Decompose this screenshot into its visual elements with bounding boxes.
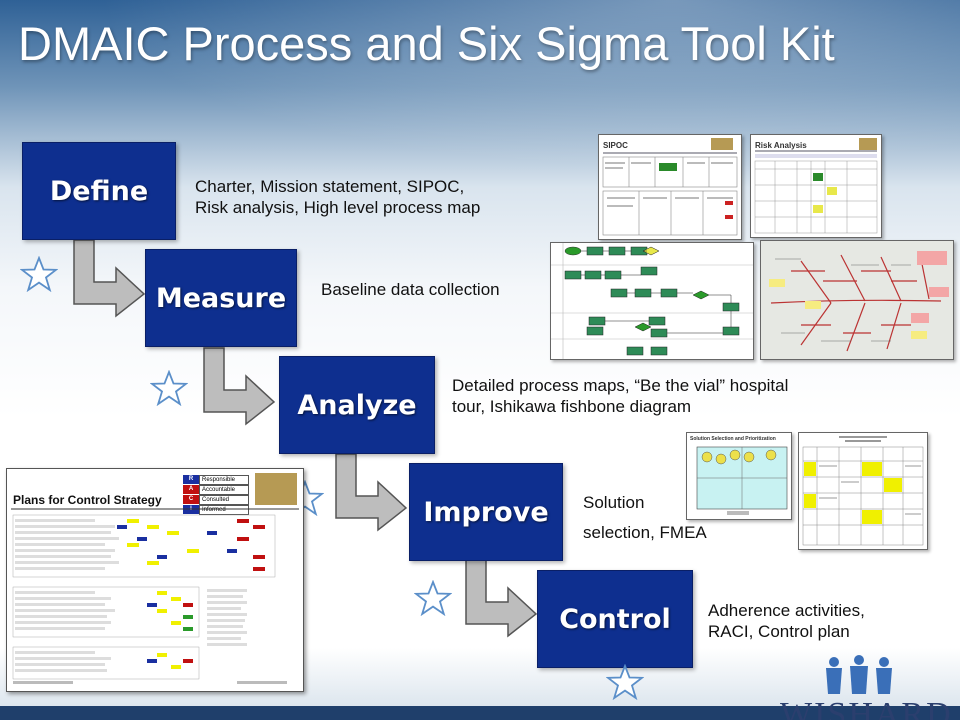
arrow-measure-analyze (203, 347, 276, 426)
phase-analyze: Analyze (279, 356, 435, 454)
phase-analyze-label: Analyze (297, 389, 417, 421)
legend-letter: A (183, 485, 199, 494)
define-desc-line-1: Charter, Mission statement, SIPOC, (195, 177, 465, 196)
bottom-bar (0, 706, 960, 720)
process-map-thumbnail (550, 242, 754, 360)
star-icon (20, 256, 58, 292)
improve-desc-line-1: Solution (583, 493, 645, 512)
legend-letter: C (183, 495, 199, 504)
arrow-improve-control (465, 559, 538, 638)
measure-description: Baseline data collection (321, 279, 500, 300)
star-icon (150, 370, 188, 406)
solution-selection-thumbnail: Solution Selection and Prioritization (686, 432, 792, 520)
phase-control-label: Control (559, 603, 671, 635)
fishbone-graphic (761, 241, 953, 359)
solution-selection-caption: Solution Selection and Prioritization (690, 436, 776, 442)
legend-letter: R (183, 475, 199, 484)
arrow-analyze-improve (335, 453, 408, 532)
control-desc-line-1: Adherence activities, (708, 601, 865, 620)
legend-label: Accountable (199, 485, 249, 495)
phase-define-label: Define (49, 175, 149, 207)
phase-improve: Improve (409, 463, 563, 561)
phase-define: Define (22, 142, 176, 240)
sipoc-thumbnail: SIPOC (598, 134, 742, 240)
star-icon (414, 580, 452, 616)
control-desc-line-2: RACI, Control plan (708, 622, 850, 641)
define-description: Charter, Mission statement, SIPOC, Risk … (195, 176, 480, 218)
control-plan-graphic (11, 473, 299, 684)
phase-measure: Measure (145, 249, 297, 347)
legend-label: Consulted (199, 495, 249, 505)
phase-control: Control (537, 570, 693, 668)
fmea-graphic (802, 436, 924, 546)
improve-desc-line-2: selection, FMEA (583, 523, 707, 542)
control-plan-title: Plans for Control Strategy (13, 493, 162, 507)
improve-description: Solution selection, FMEA (583, 488, 707, 548)
slide-title: DMAIC Process and Six Sigma Tool Kit (18, 17, 835, 70)
measure-desc-line-1: Baseline data collection (321, 280, 500, 299)
legend-label: Informed (199, 505, 249, 515)
sipoc-graphic (602, 138, 738, 236)
phase-measure-label: Measure (155, 282, 287, 314)
analyze-desc-line-2: tour, Ishikawa fishbone diagram (452, 397, 692, 416)
risk-analysis-caption: Risk Analysis (755, 141, 807, 150)
risk-analysis-graphic (754, 138, 878, 234)
solution-selection-graphic (696, 446, 788, 515)
phase-improve-label: Improve (423, 496, 549, 528)
define-desc-line-2: Risk analysis, High level process map (195, 198, 481, 217)
analyze-desc-line-1: Detailed process maps, “Be the vial” hos… (452, 376, 789, 395)
analyze-description: Detailed process maps, “Be the vial” hos… (452, 375, 788, 417)
arrow-define-measure (73, 239, 146, 318)
wishard-logo-icon (826, 655, 892, 694)
control-description: Adherence activities, RACI, Control plan (708, 600, 865, 642)
wishard-logo-text: WISHARD (780, 696, 953, 720)
sipoc-caption: SIPOC (603, 141, 628, 150)
legend-label: Responsible (199, 475, 249, 485)
fmea-thumbnail (798, 432, 928, 550)
fishbone-photo-thumbnail (760, 240, 954, 360)
star-icon (606, 664, 644, 700)
process-map-graphic (551, 243, 753, 359)
risk-analysis-thumbnail: Risk Analysis (750, 134, 882, 238)
